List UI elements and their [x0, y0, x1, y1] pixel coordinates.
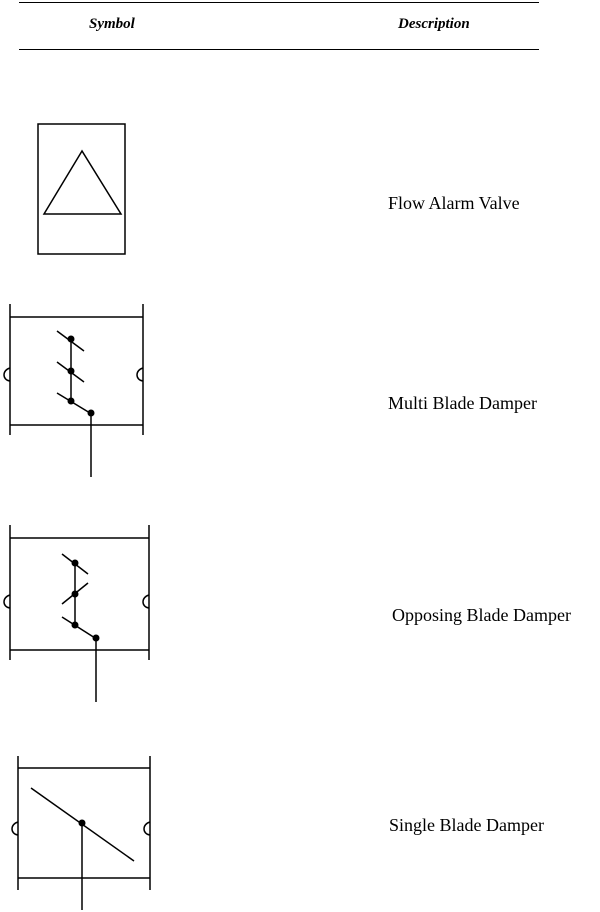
description-multi-blade-damper: Multi Blade Damper [388, 393, 537, 413]
table-top-rule [19, 2, 539, 3]
opposing-blade-damper-icon [3, 525, 150, 702]
description-column-header: Description [398, 16, 470, 32]
description-opposing-blade-damper: Opposing Blade Damper [392, 605, 571, 625]
description-flow-alarm-valve: Flow Alarm Valve [388, 193, 520, 213]
multi-blade-damper-icon [3, 304, 144, 477]
flow-alarm-valve-icon [37, 123, 126, 255]
symbol-column-header: Symbol [89, 16, 135, 32]
description-single-blade-damper: Single Blade Damper [389, 815, 544, 835]
table-header-rule [19, 49, 539, 50]
single-blade-damper-icon [11, 756, 151, 910]
